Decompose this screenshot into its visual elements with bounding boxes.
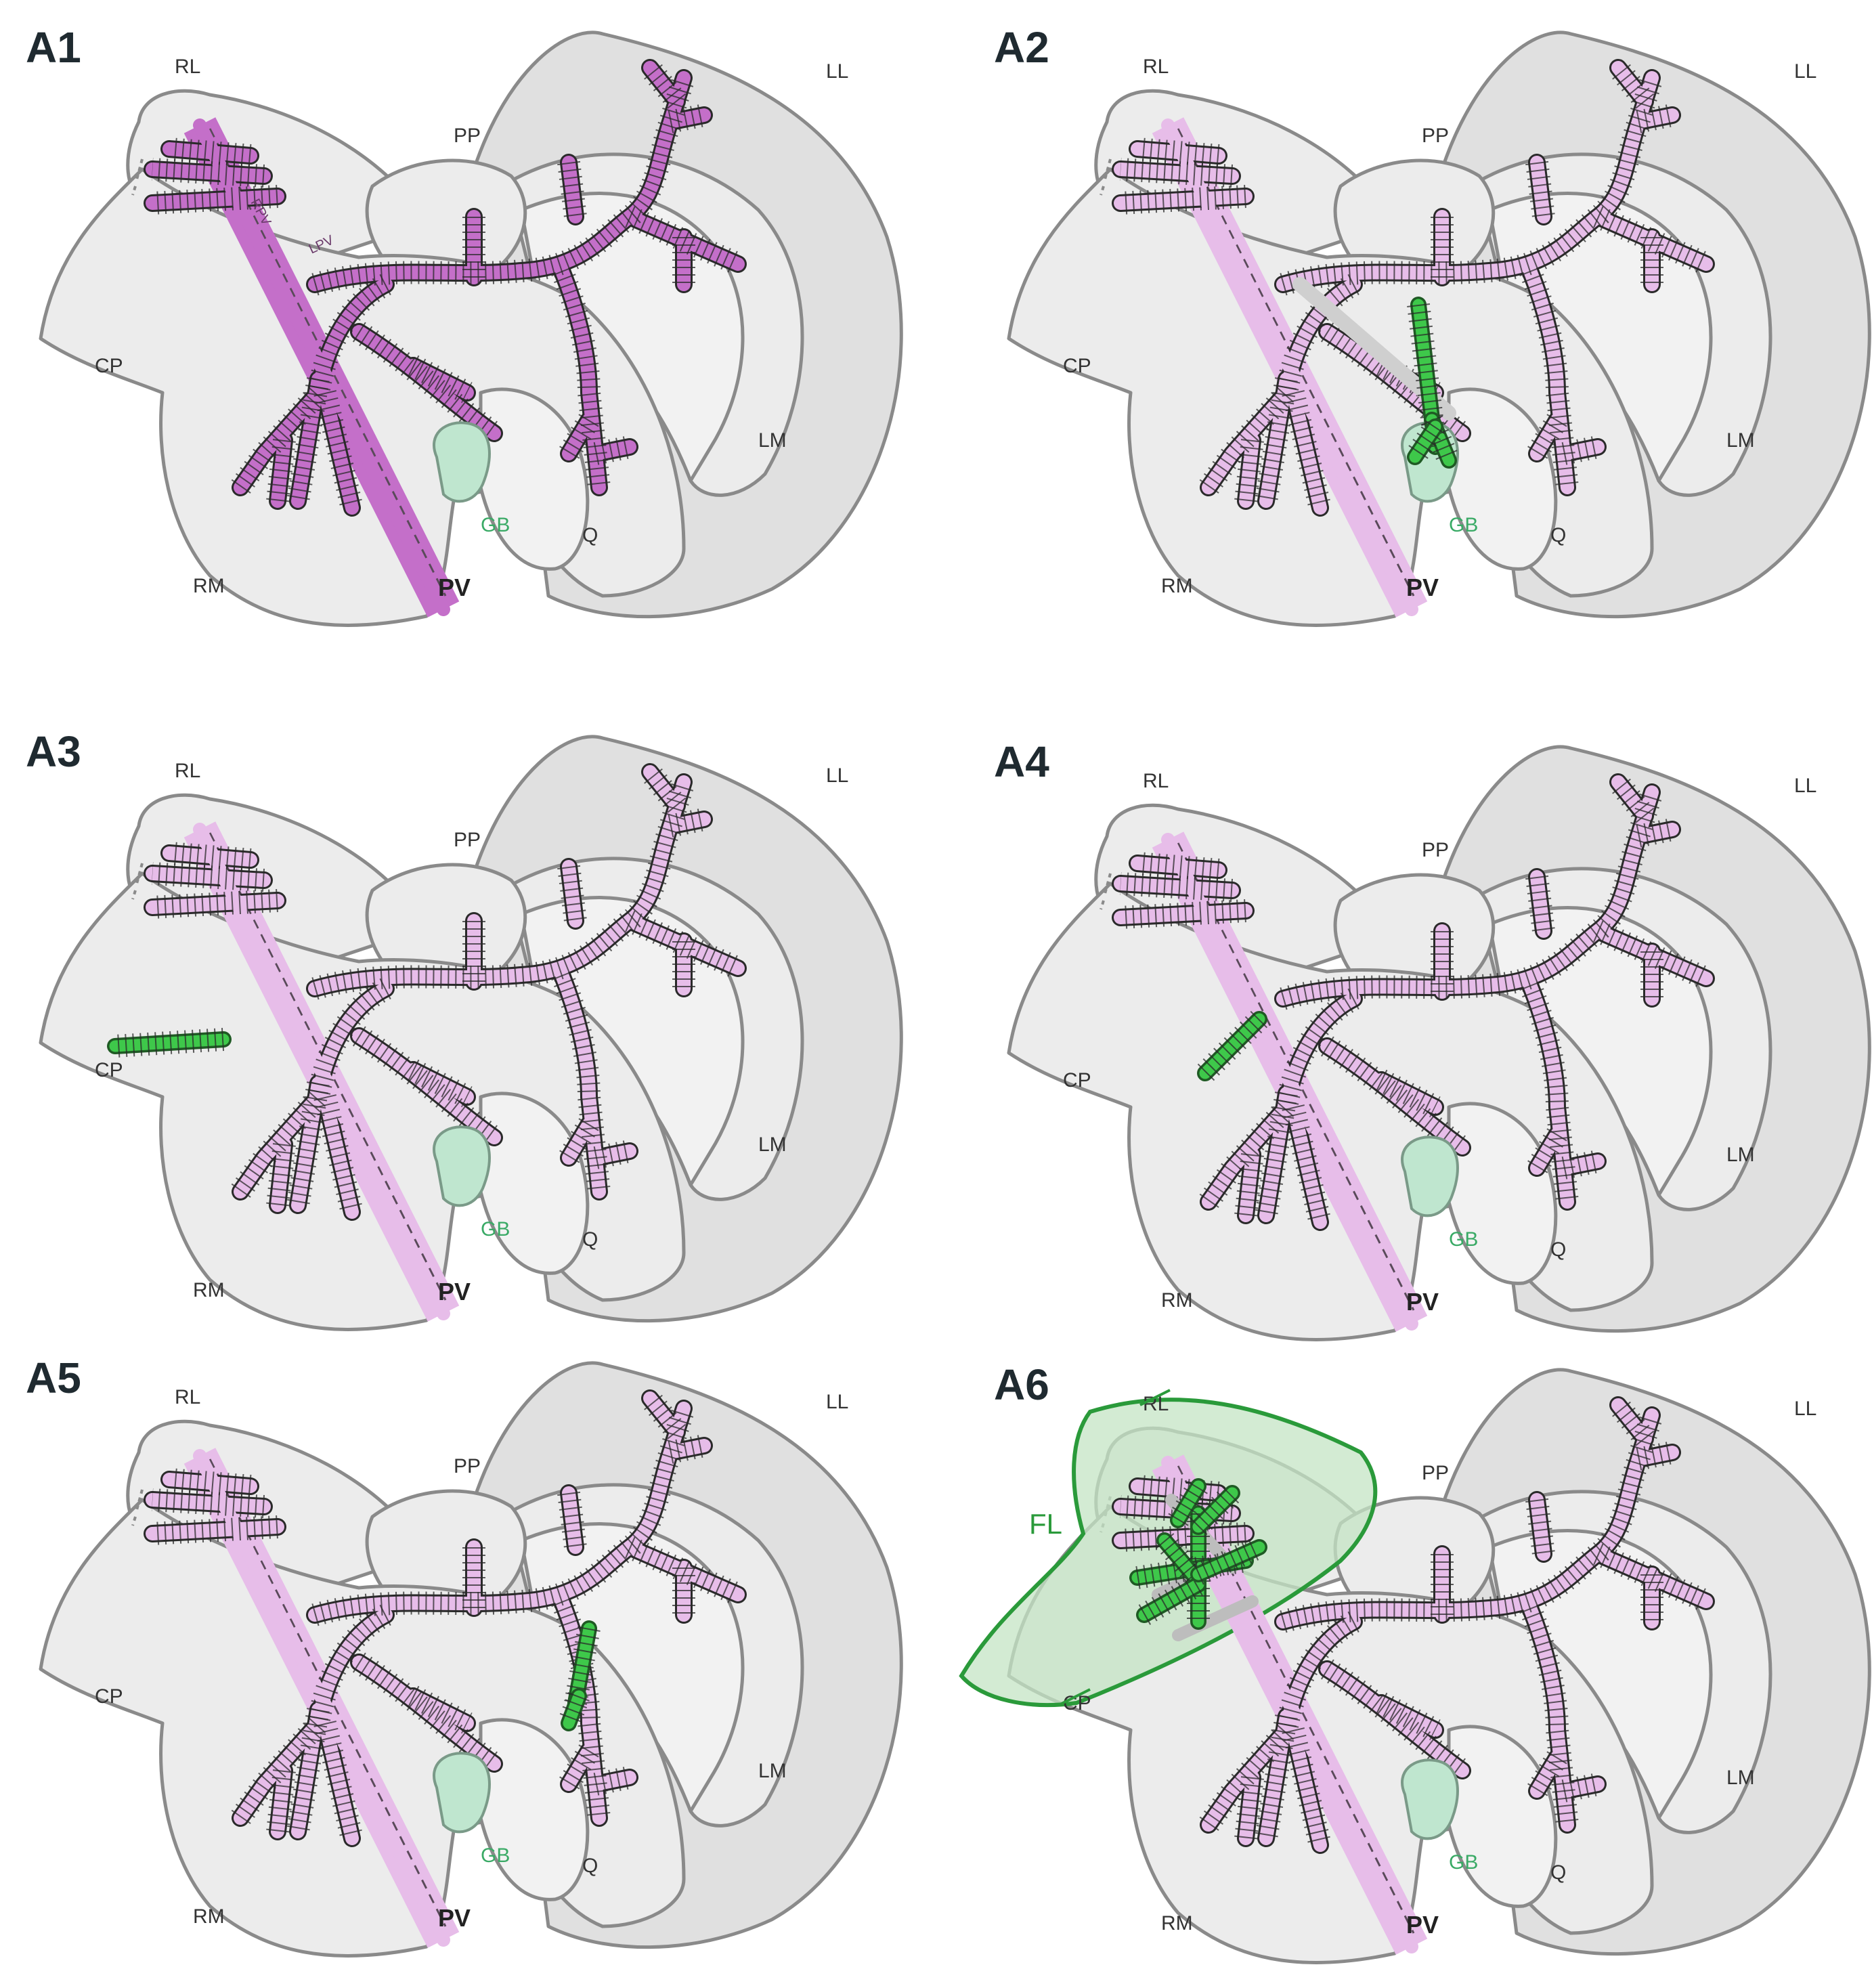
lobe-labels: RL PP LL CP LM RM Q GB PV (95, 760, 848, 1305)
label-q: Q (582, 524, 598, 546)
panel-label: A5 (26, 1354, 81, 1402)
panel-a5: RL PP LL CP LM RM Q GB PV A5 (26, 1354, 901, 1956)
label-lm: LM (1726, 429, 1755, 452)
label-q: Q (1550, 1238, 1566, 1261)
label-rm: RM (1161, 1289, 1193, 1312)
lobe-labels: RL PP LL CP LM RM Q GB PV (95, 1386, 848, 1932)
label-cp: CP (95, 355, 123, 377)
liver-outline (41, 1363, 901, 1956)
vein-ticks (1119, 1398, 1711, 1848)
label-rl: RL (1143, 56, 1169, 78)
liver-outline (1009, 33, 1869, 626)
remnant-vessel-ml-branch (1292, 277, 1460, 469)
remnant-vessel-rpv-branch (1196, 1010, 1268, 1082)
gallbladder (433, 1752, 491, 1834)
label-rl: RL (175, 760, 200, 782)
panel-a4: RL PP LL CP LM RM Q GB PV A4 (994, 737, 1869, 1340)
remnant-vessel-caudate-branch (107, 1028, 232, 1058)
gallbladder (433, 421, 491, 503)
liver-outline (1009, 747, 1869, 1340)
liver-outline (41, 33, 901, 626)
label-ll: LL (1794, 1398, 1816, 1420)
label-cp: CP (95, 1059, 123, 1081)
label-rm: RM (1161, 1912, 1193, 1935)
label-rm: RM (193, 1279, 225, 1301)
vein-ticks (151, 764, 743, 1215)
label-gb: GB (1449, 1851, 1478, 1874)
panel-a3: RL PP LL CP LM RM Q GB PV A3 (26, 727, 901, 1330)
label-ll: LL (826, 60, 848, 83)
label-pv: PV (438, 1278, 471, 1305)
label-pp: PP (1422, 839, 1449, 861)
label-rm: RM (193, 575, 225, 597)
gallbladder (433, 1125, 491, 1207)
label-lm: LM (758, 1133, 787, 1156)
label-ll: LL (826, 764, 848, 787)
label-pv: PV (438, 1904, 471, 1932)
vein-ticks (1119, 775, 1711, 1225)
strike-cp (1060, 1688, 1091, 1706)
label-pp: PP (454, 125, 481, 147)
label-rl: RL (175, 1386, 200, 1408)
label-pv: PV (1406, 1911, 1439, 1939)
label-cp: CP (95, 1685, 123, 1708)
panel-label: A3 (26, 727, 81, 776)
label-gb: GB (481, 1844, 510, 1867)
label-fl: FL (1029, 1508, 1062, 1540)
label-pp: PP (1422, 1462, 1449, 1484)
lobe-labels: RL PP LL CP LM RM Q GB PV (1063, 770, 1816, 1316)
label-q: Q (1550, 524, 1566, 546)
lobe-labels: RL PP LL CP LM RM Q GB PV (1063, 56, 1816, 601)
label-gb: GB (481, 514, 510, 536)
label-pv: PV (438, 574, 471, 601)
label-rl: RL (175, 56, 200, 78)
gallbladder (1401, 1136, 1459, 1217)
label-q: Q (582, 1228, 598, 1251)
label-q: Q (582, 1855, 598, 1877)
label-pp: PP (454, 1455, 481, 1477)
label-pp: PP (454, 829, 481, 851)
label-lm: LM (758, 429, 787, 452)
panel-label: A4 (994, 737, 1049, 786)
label-ll: LL (826, 1391, 848, 1413)
panel-a2: RL PP LL CP LM RM Q GB PV A2 (994, 23, 1869, 626)
label-pv: PV (1406, 1288, 1439, 1316)
label-ll: LL (1794, 775, 1816, 797)
label-q: Q (1550, 1861, 1566, 1884)
panel-label: A1 (26, 23, 81, 72)
label-cp: CP (1063, 1069, 1091, 1092)
vein-ticks (151, 60, 743, 511)
label-pv: PV (1406, 574, 1439, 601)
label-rm: RM (1161, 575, 1193, 597)
label-pp: PP (1422, 125, 1449, 147)
label-rm: RM (193, 1905, 225, 1928)
label-gb: GB (1449, 514, 1478, 536)
label-gb: GB (1449, 1228, 1478, 1251)
vein-ticks (151, 1391, 743, 1841)
label-cp: CP (1063, 355, 1091, 377)
remnant-vessel-ll-branch (558, 1620, 601, 1731)
label-rl: RL (1143, 770, 1169, 792)
panel-label: A6 (994, 1360, 1049, 1409)
strike-rl (1139, 1389, 1171, 1406)
panel-label: A2 (994, 23, 1049, 72)
label-lm: LM (758, 1760, 787, 1782)
gallbladder (1401, 1758, 1459, 1840)
label-lm: LM (1726, 1767, 1755, 1789)
label-ll: LL (1794, 60, 1816, 83)
label-gb: GB (481, 1218, 510, 1240)
label-lm: LM (1726, 1144, 1755, 1166)
remnant-vessel-fl-tree (1129, 1478, 1267, 1641)
